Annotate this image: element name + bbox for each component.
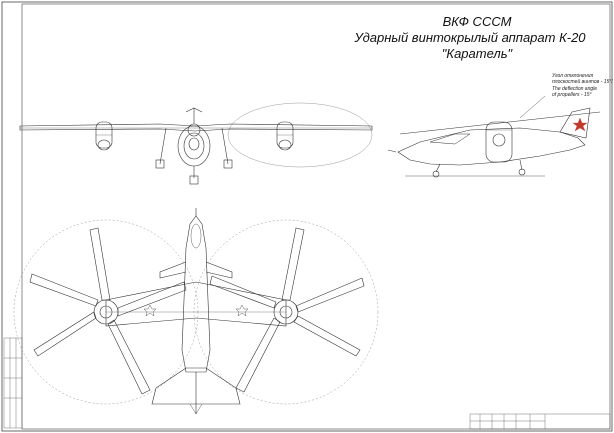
side-rotor-line: [399, 111, 601, 135]
star-right-wing: [235, 304, 249, 317]
left-rotor-blades: [29, 227, 187, 395]
red-star-insignia: [572, 117, 588, 132]
top-canard: [159, 261, 233, 279]
binding-stamp: [3, 337, 23, 429]
front-view: [19, 102, 373, 185]
side-fuselage: [397, 127, 586, 166]
side-nacelle: [485, 121, 513, 163]
front-right-nacelle: [276, 121, 294, 151]
side-tail-fin: [559, 107, 591, 139]
right-rotor-blades: [209, 227, 365, 393]
star-left-wing: [143, 304, 157, 317]
front-wing: [19, 123, 373, 132]
note-ru-line2: плоскостей винтов - 15°/: [552, 79, 613, 85]
top-wing: [105, 281, 287, 327]
drawing-title-org: ВКФ СССМ: [442, 14, 512, 29]
note-leader: [519, 95, 546, 119]
note-en-line1: The deflection angle: [552, 86, 598, 92]
side-landing-gear: [432, 159, 526, 178]
note-en-line2: of propellers - 15°: [552, 92, 592, 98]
drawing-title-name: Ударный винтокрылый аппарат К-20: [354, 30, 586, 45]
front-landing-gear: [155, 127, 233, 185]
note-ru-line1: Угол отклонения: [552, 73, 594, 79]
drawing-title-nickname: "Каратель": [441, 46, 513, 61]
sheet-inner-frame: [21, 3, 611, 430]
title-block: [469, 413, 611, 430]
top-tail: [151, 367, 241, 405]
top-fuselage: [181, 215, 211, 373]
top-view: [13, 208, 379, 415]
front-left-nacelle: [95, 121, 113, 151]
front-rotor-disc: [227, 102, 373, 168]
side-view: [387, 95, 601, 178]
front-fuselage: [177, 107, 211, 167]
